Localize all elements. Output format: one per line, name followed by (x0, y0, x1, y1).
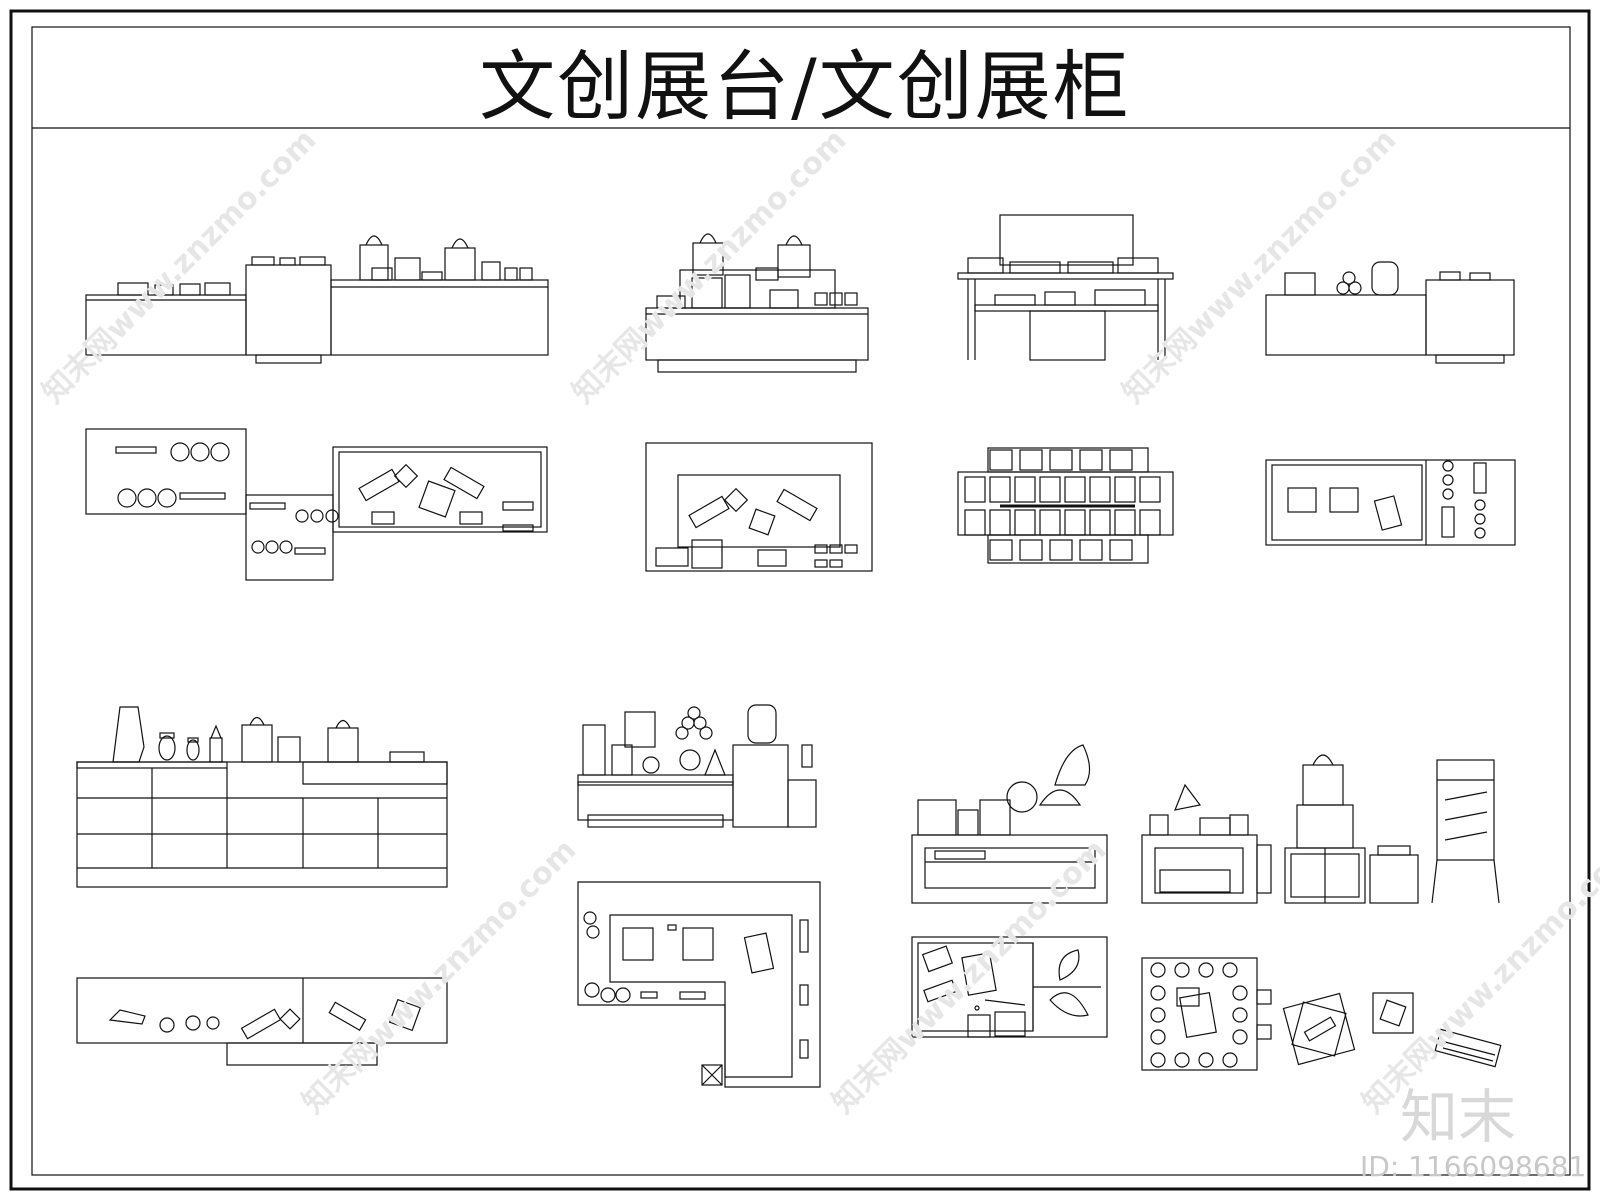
plan-counter-7 (911, 936, 1108, 1038)
plan-table-3-books (964, 449, 1161, 561)
elevation-shelf-9 (1284, 754, 1419, 904)
plan-cabinet-5 (76, 977, 448, 1066)
elevation-table-3 (957, 214, 1174, 361)
elevation-counter-7 (911, 744, 1108, 904)
inner-frame (31, 26, 1571, 1176)
watermark-id: ID: 1166098681 (1360, 1150, 1587, 1183)
plan-counter-8-rings (1150, 962, 1248, 1068)
plan-counter-1 (85, 428, 548, 581)
outer-frame (9, 9, 1591, 1191)
elevation-counter-8 (1141, 783, 1272, 904)
watermark-logo: 知末 (1400, 1083, 1517, 1151)
elevation-cabinet-5 (76, 706, 448, 888)
plan-l-counter-6 (577, 881, 821, 1088)
plan-shelf-9 (1282, 992, 1502, 1068)
elevation-counter-1 (85, 235, 549, 364)
plan-counter-4 (1265, 459, 1516, 546)
elevation-rack-10 (1431, 759, 1500, 904)
drawing-title: 文创展台/文创展柜 (479, 42, 1131, 131)
plan-counter-2 (645, 442, 873, 572)
elevation-counter-6 (577, 704, 817, 828)
plan-table-3 (957, 447, 1174, 564)
plan-counter-8 (1141, 957, 1272, 1071)
elevation-counter-4 (1265, 261, 1515, 364)
elevation-counter-2 (645, 233, 869, 373)
